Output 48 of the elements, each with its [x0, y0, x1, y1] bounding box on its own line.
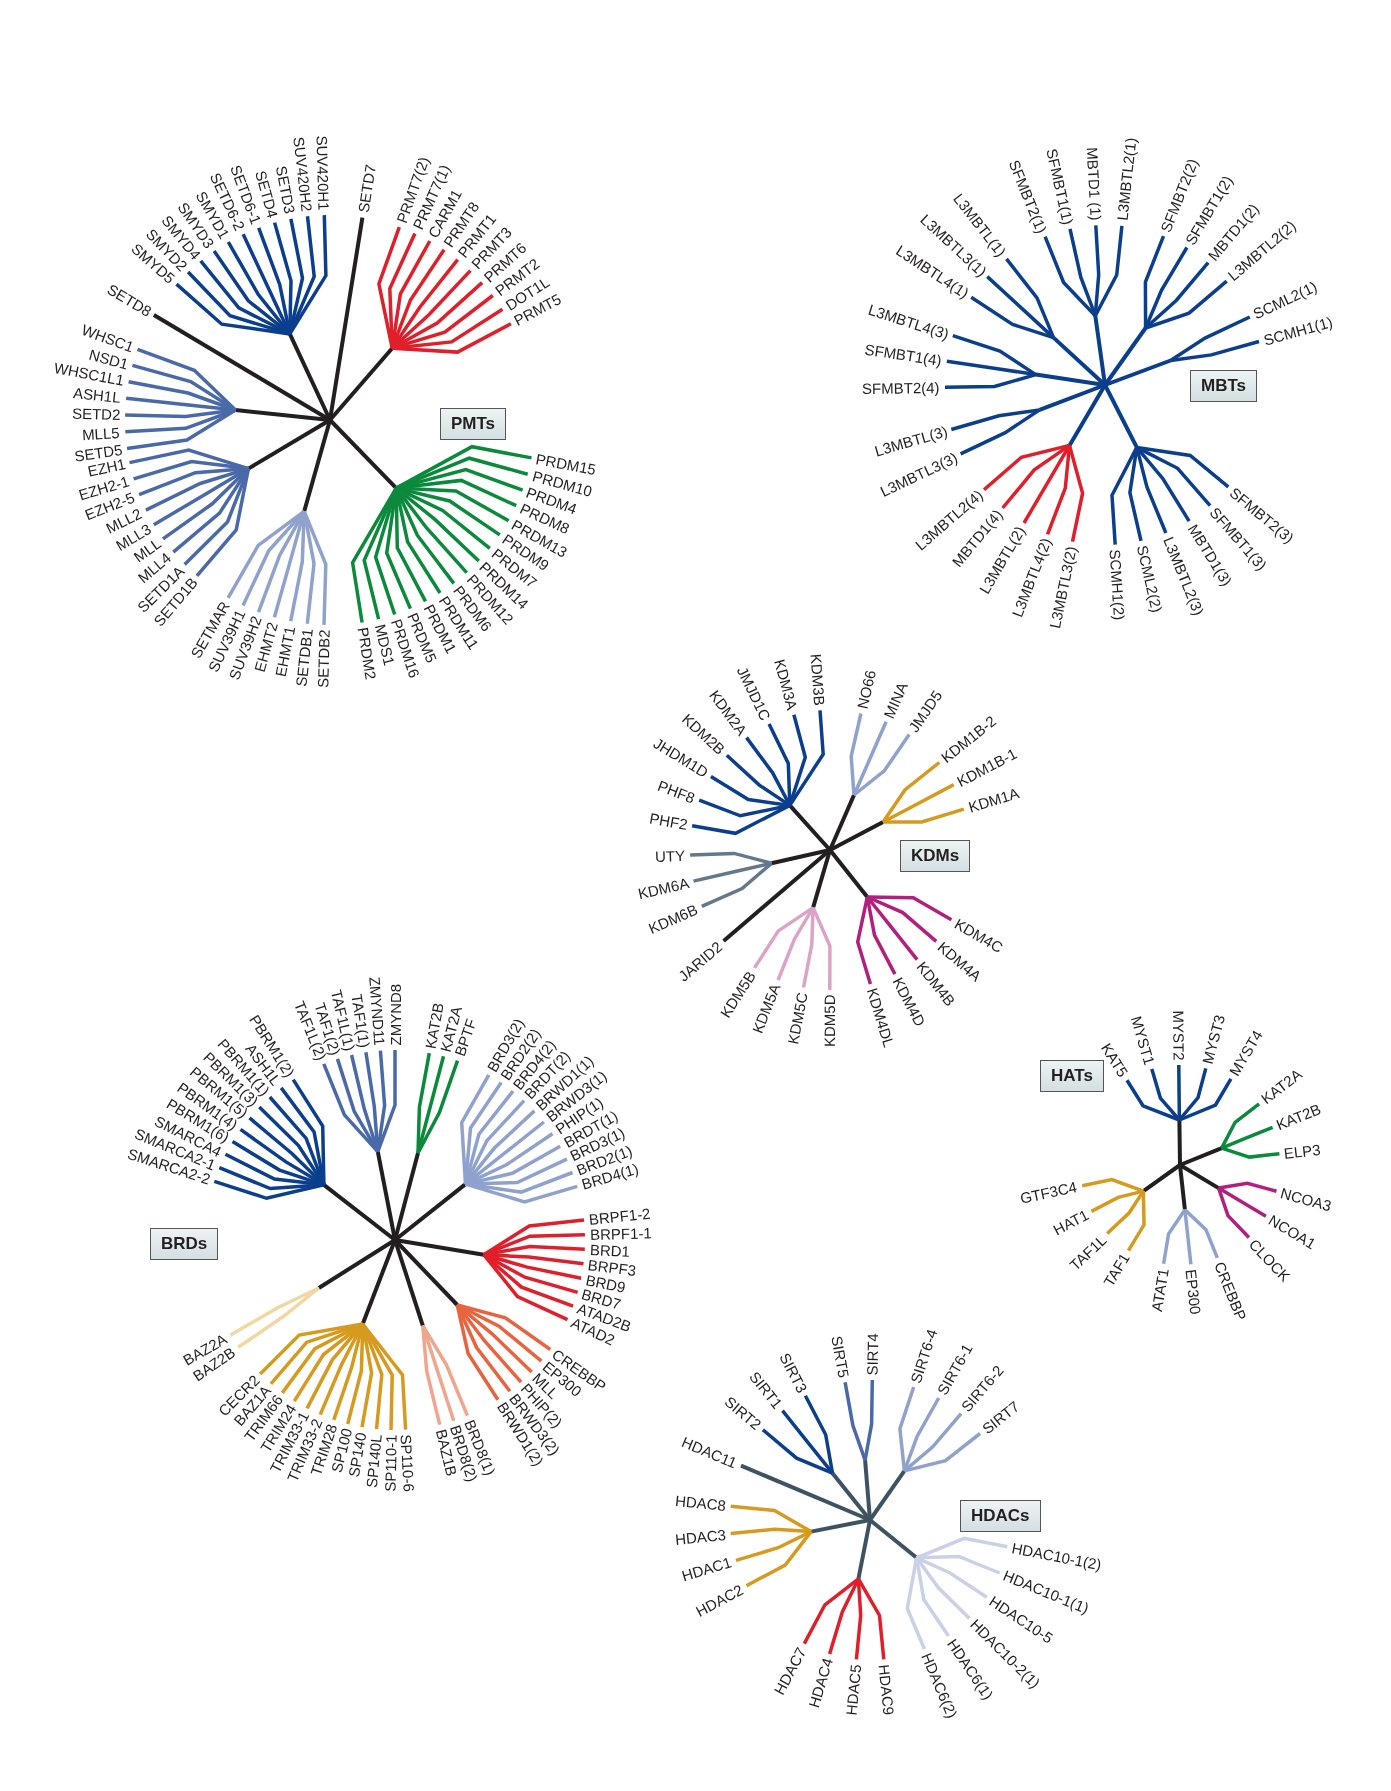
gene-label: ZMYND8: [386, 983, 404, 1045]
gene-label: SCMH1(2): [1107, 549, 1129, 621]
gene-label: MBTD1 (1): [1083, 146, 1105, 221]
gene-label: PHF2: [648, 809, 689, 834]
family-label-box: HATs: [1040, 1060, 1104, 1092]
gene-label: HDAC8: [674, 1492, 727, 1515]
gene-label: SETD2: [71, 405, 121, 424]
gene-label: KDM3A: [770, 657, 801, 713]
gene-label: SIRT5: [828, 1334, 853, 1379]
gene-label: MINA: [880, 679, 911, 721]
gene-label: KDM3B: [807, 653, 828, 706]
gene-label: SETDB2: [314, 629, 333, 689]
gene-label: KDM5C: [783, 990, 811, 1046]
gene-label: SUV420H1: [313, 134, 333, 211]
gene-label: BRD1: [589, 1241, 631, 1260]
gene-label: SETD7: [354, 163, 380, 214]
gene-label: HDAC3: [674, 1525, 727, 1548]
gene-label: L3MBTL2(1): [1114, 137, 1140, 222]
gene-label: HDAC1: [679, 1553, 734, 1585]
gene-label: KAT2B: [1274, 1100, 1324, 1134]
gene-label: SFMBT2(4): [861, 378, 940, 397]
gene-label: NO66: [853, 668, 879, 711]
gene-label: SIRT4: [863, 1332, 882, 1376]
family-label-box: BRDs: [150, 1228, 219, 1260]
gene-label: EP300: [1182, 1268, 1205, 1316]
gene-label: KDM6A: [636, 873, 691, 902]
gene-label: HDAC9: [875, 1663, 898, 1716]
gene-label: UTY: [654, 846, 686, 865]
gene-label: GTF3C4: [1018, 1178, 1079, 1208]
gene-label: HDAC4: [805, 1656, 837, 1710]
gene-label: HDAC5: [842, 1663, 865, 1716]
gene-label: KDM5D: [820, 994, 838, 1048]
gene-label: MYST3: [1198, 1013, 1229, 1066]
gene-label: MYST1: [1128, 1013, 1159, 1067]
gene-label: PHF8: [655, 776, 698, 807]
gene-label: SP110-6: [397, 1434, 418, 1493]
family-label-box: KDMs: [900, 840, 971, 872]
family-label-box: PMTs: [440, 408, 507, 440]
family-label-box: HDACs: [960, 1500, 1041, 1532]
family-label-box: MBTs: [1190, 370, 1257, 402]
gene-label: ELP3: [1283, 1140, 1322, 1162]
gene-label: HAT1: [1050, 1206, 1092, 1239]
gene-label: KDM1A: [966, 784, 1021, 816]
gene-label: SP110-1: [381, 1434, 400, 1493]
gene-label: MLL5: [81, 423, 121, 443]
gene-label: ATAT1: [1147, 1267, 1172, 1313]
gene-label: NCOA3: [1279, 1184, 1334, 1215]
gene-label: MYST2: [1169, 1009, 1188, 1061]
